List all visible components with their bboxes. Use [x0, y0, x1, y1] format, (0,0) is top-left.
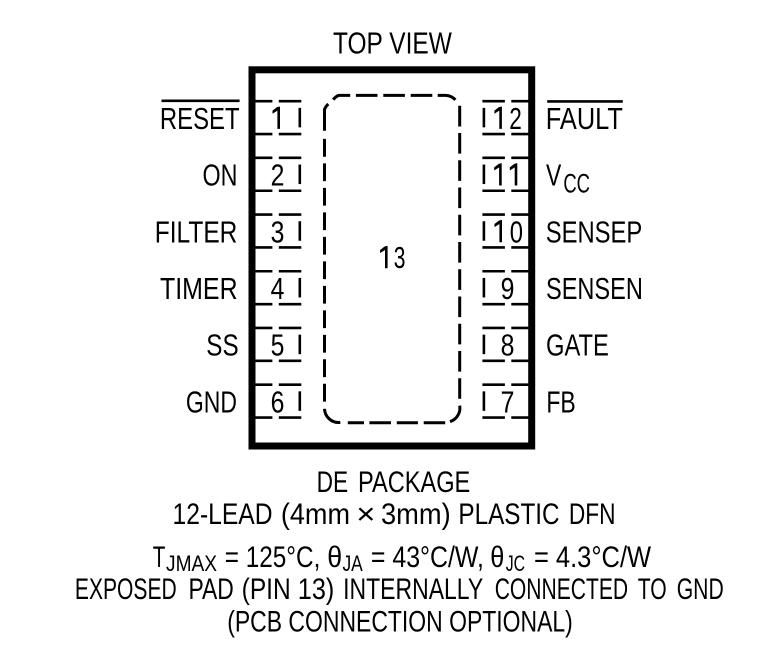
- svg-text:= 43°C/W,: = 43°C/W,: [371, 540, 484, 574]
- svg-text:(PCB CONNECTION OPTIONAL): (PCB CONNECTION OPTIONAL): [227, 605, 573, 639]
- svg-text:9: 9: [501, 271, 515, 305]
- svg-text:FAULT: FAULT: [546, 101, 623, 136]
- svg-text:GATE: GATE: [546, 328, 609, 363]
- svg-text:PAD: PAD: [188, 572, 233, 606]
- svg-text:TO: TO: [638, 574, 667, 606]
- svg-text:ON: ON: [203, 157, 238, 192]
- svg-text:TIMER: TIMER: [160, 271, 238, 305]
- svg-text:3: 3: [394, 240, 406, 275]
- svg-text:12-LEAD: 12-LEAD: [173, 497, 273, 531]
- svg-text:SS: SS: [206, 328, 238, 363]
- svg-text:6: 6: [271, 385, 285, 419]
- svg-text:8: 8: [501, 328, 515, 362]
- svg-text:(4mm: (4mm: [281, 498, 350, 532]
- svg-text:T: T: [153, 541, 166, 574]
- svg-text:(PIN: (PIN: [242, 572, 291, 606]
- svg-text:V: V: [546, 157, 562, 192]
- svg-text:EXPOSED: EXPOSED: [75, 574, 177, 606]
- svg-text:2: 2: [509, 100, 522, 135]
- svg-text:= 125°C,: = 125°C,: [225, 539, 321, 573]
- svg-text:PACKAGE: PACKAGE: [358, 466, 470, 499]
- svg-text:×: ×: [356, 497, 375, 530]
- svg-text:DE: DE: [317, 465, 348, 499]
- svg-text:θ: θ: [327, 540, 342, 574]
- svg-text:GND: GND: [677, 571, 724, 606]
- svg-text:2: 2: [271, 158, 285, 192]
- svg-text:4: 4: [271, 271, 285, 305]
- svg-text:CONNECTED: CONNECTED: [495, 574, 628, 606]
- svg-text:3: 3: [271, 215, 285, 249]
- svg-text:θ: θ: [490, 540, 504, 574]
- svg-text:JC: JC: [506, 553, 525, 577]
- svg-text:PLASTIC: PLASTIC: [458, 497, 559, 531]
- svg-text:CC: CC: [563, 168, 590, 198]
- svg-text:TOP VIEW: TOP VIEW: [333, 26, 452, 60]
- svg-text:3mm): 3mm): [381, 498, 451, 531]
- svg-text:13): 13): [298, 572, 335, 606]
- svg-text:JMAX: JMAX: [166, 552, 217, 577]
- svg-text:FILTER: FILTER: [155, 215, 238, 249]
- svg-text:RESET: RESET: [160, 101, 240, 136]
- svg-text:SENSEN: SENSEN: [546, 271, 643, 306]
- svg-text:= 4.3°C/W: = 4.3°C/W: [534, 540, 652, 573]
- svg-text:SENSEP: SENSEP: [546, 214, 643, 249]
- svg-text:INTERNALLY: INTERNALLY: [343, 572, 483, 606]
- svg-text:DFN: DFN: [569, 497, 616, 531]
- svg-text:7: 7: [501, 385, 515, 419]
- svg-text:5: 5: [271, 328, 285, 362]
- svg-text:JA: JA: [343, 552, 364, 576]
- svg-text:FB: FB: [546, 384, 575, 419]
- svg-text:GND: GND: [186, 384, 237, 419]
- svg-text:0: 0: [510, 214, 523, 249]
